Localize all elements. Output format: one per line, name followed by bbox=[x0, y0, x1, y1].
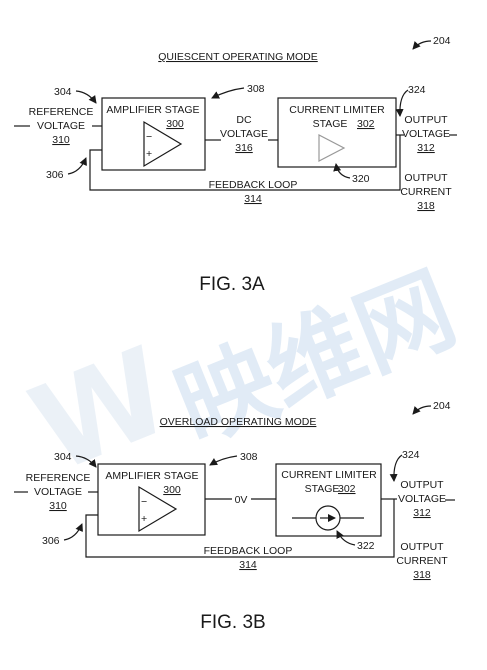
amplifier-num-b: 300 bbox=[163, 484, 181, 496]
dc-num-a: 316 bbox=[235, 142, 253, 154]
figure-ref-a: 204 bbox=[433, 35, 451, 47]
figure-caption-a: FIG. 3A bbox=[199, 274, 265, 295]
output-current-line1-b: OUTPUT bbox=[400, 541, 444, 553]
output-voltage-num-a: 312 bbox=[417, 142, 435, 154]
reference-voltage-line2-a: VOLTAGE bbox=[37, 120, 85, 132]
figure-ref-b: 204 bbox=[433, 400, 451, 412]
amplifier-label-b: AMPLIFIER STAGE bbox=[105, 470, 198, 482]
amplifier-label-a: AMPLIFIER STAGE bbox=[106, 104, 199, 116]
op-amp-minus-b: − bbox=[141, 496, 147, 508]
op-amp-plus-a: + bbox=[146, 148, 152, 160]
op-amp-symbol-b bbox=[138, 485, 178, 533]
ref-fb-b: 306 bbox=[42, 535, 60, 547]
reference-voltage-num-b: 310 bbox=[49, 500, 67, 512]
limiter-element-arrow-a bbox=[333, 163, 351, 179]
output-current-line1-a: OUTPUT bbox=[404, 172, 448, 184]
feedback-label-b: FEEDBACK LOOP bbox=[204, 545, 293, 557]
output-voltage-line2-b: VOLTAGE bbox=[398, 493, 446, 505]
output-ref-arrow-b bbox=[389, 454, 403, 482]
feedback-label-a: FEEDBACK LOOP bbox=[209, 179, 298, 191]
output-voltage-line1-b: OUTPUT bbox=[400, 479, 444, 491]
amplifier-stage-box-a bbox=[101, 97, 206, 171]
ref-fb-arrow-a bbox=[67, 157, 87, 175]
output-ref-arrow-a bbox=[395, 89, 409, 117]
limiter-num-a: 302 bbox=[357, 118, 375, 130]
op-amp-plus-b: + bbox=[141, 513, 147, 525]
output-ref-b: 324 bbox=[402, 449, 420, 461]
ref-in-a: 304 bbox=[54, 86, 72, 98]
amplifier-num-a: 300 bbox=[166, 118, 184, 130]
diagram-3a: 204 QUIESCENT OPERATING MODE 304 REFEREN… bbox=[14, 35, 457, 295]
figure-caption-b: FIG. 3B bbox=[200, 612, 265, 633]
node-voltage-b: 0V bbox=[235, 494, 248, 506]
ref-in-arrow-a bbox=[75, 90, 97, 104]
feedback-num-b: 314 bbox=[239, 559, 257, 571]
output-current-line2-b: CURRENT bbox=[396, 555, 448, 567]
current-limiter-box-b bbox=[275, 463, 382, 537]
reference-voltage-line2-b: VOLTAGE bbox=[34, 486, 82, 498]
mode-title-b: OVERLOAD OPERATING MODE bbox=[160, 416, 317, 428]
ref-fb-a: 306 bbox=[46, 169, 64, 181]
op-amp-minus-a: − bbox=[146, 131, 152, 143]
limiter-num-b: 302 bbox=[338, 483, 356, 495]
amplifier-ref-a: 308 bbox=[247, 83, 265, 95]
diagram-3b: 204 OVERLOAD OPERATING MODE 304 REFERENC… bbox=[14, 400, 455, 633]
reference-voltage-num-a: 310 bbox=[52, 134, 70, 146]
output-ref-a: 324 bbox=[408, 84, 426, 96]
limiter-element-ref-b: 322 bbox=[357, 540, 375, 552]
ref-in-b: 304 bbox=[54, 451, 72, 463]
amplifier-ref-b: 308 bbox=[240, 451, 258, 463]
output-voltage-num-b: 312 bbox=[413, 507, 431, 519]
feedback-loop-b bbox=[85, 499, 395, 558]
reference-voltage-line1-b: REFERENCE bbox=[26, 472, 91, 484]
mode-title-a: QUIESCENT OPERATING MODE bbox=[158, 51, 317, 63]
amplifier-ref-arrow-b bbox=[209, 455, 238, 466]
limiter-line1-b: CURRENT LIMITER bbox=[281, 469, 377, 481]
reference-voltage-line1-a: REFERENCE bbox=[29, 106, 94, 118]
ref-in-arrow-b bbox=[75, 455, 97, 468]
amplifier-ref-arrow-a bbox=[211, 87, 245, 99]
op-amp-symbol-a bbox=[143, 120, 183, 168]
feedback-loop-a bbox=[89, 135, 401, 191]
figure-ref-arrow-a bbox=[412, 40, 432, 50]
output-current-num-a: 318 bbox=[417, 200, 435, 212]
output-current-num-b: 318 bbox=[413, 569, 431, 581]
limiter-triangle-symbol bbox=[318, 134, 346, 162]
limiter-line1-a: CURRENT LIMITER bbox=[289, 104, 385, 116]
limiter-line2-b: STAGE bbox=[305, 483, 340, 495]
dc-line1-a: DC bbox=[236, 114, 252, 126]
limiter-element-arrow-b bbox=[336, 530, 356, 546]
limiter-element-ref-a: 320 bbox=[352, 173, 370, 185]
limiter-line2-a: STAGE bbox=[313, 118, 348, 130]
figure-ref-arrow-b bbox=[412, 405, 432, 415]
output-current-line2-a: CURRENT bbox=[400, 186, 452, 198]
feedback-num-a: 314 bbox=[244, 193, 262, 205]
output-voltage-line1-a: OUTPUT bbox=[404, 114, 448, 126]
ref-fb-arrow-b bbox=[63, 523, 83, 541]
dc-line2-a: VOLTAGE bbox=[220, 128, 268, 140]
output-voltage-line2-a: VOLTAGE bbox=[402, 128, 450, 140]
